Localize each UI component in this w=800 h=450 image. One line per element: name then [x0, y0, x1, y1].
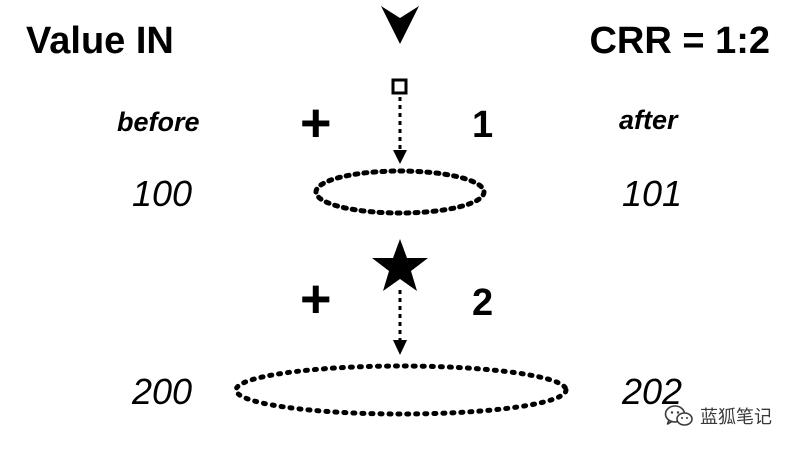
arrow-1-head-icon — [393, 150, 407, 164]
after-value-2: 202 — [622, 371, 683, 412]
wechat-icon — [664, 405, 693, 426]
input-arrowhead-icon — [381, 6, 419, 44]
arrow-2-head-icon — [393, 340, 407, 355]
after-value-1: 101 — [622, 173, 683, 214]
input-amount-2: 2 — [472, 282, 494, 324]
before-value-1: 100 — [132, 173, 193, 214]
before-value-2: 200 — [132, 371, 193, 412]
star-icon — [372, 239, 428, 291]
watermark-text: 蓝狐笔记 — [700, 407, 772, 428]
diagram-title: Value IN — [26, 20, 174, 62]
small-square-icon — [391, 78, 408, 95]
pool-ellipse-2 — [233, 363, 569, 417]
input-amount-1: 1 — [472, 104, 494, 146]
watermark: 蓝狐笔记 — [664, 403, 772, 429]
pool-ellipse-1 — [313, 168, 487, 216]
before-column-label: before — [117, 107, 200, 137]
after-column-label: after — [619, 105, 678, 135]
plus-sign-1: + — [300, 93, 332, 153]
plus-sign-2: + — [300, 269, 332, 329]
reserve-ratio-label: CRR = 1:2 — [589, 20, 770, 62]
